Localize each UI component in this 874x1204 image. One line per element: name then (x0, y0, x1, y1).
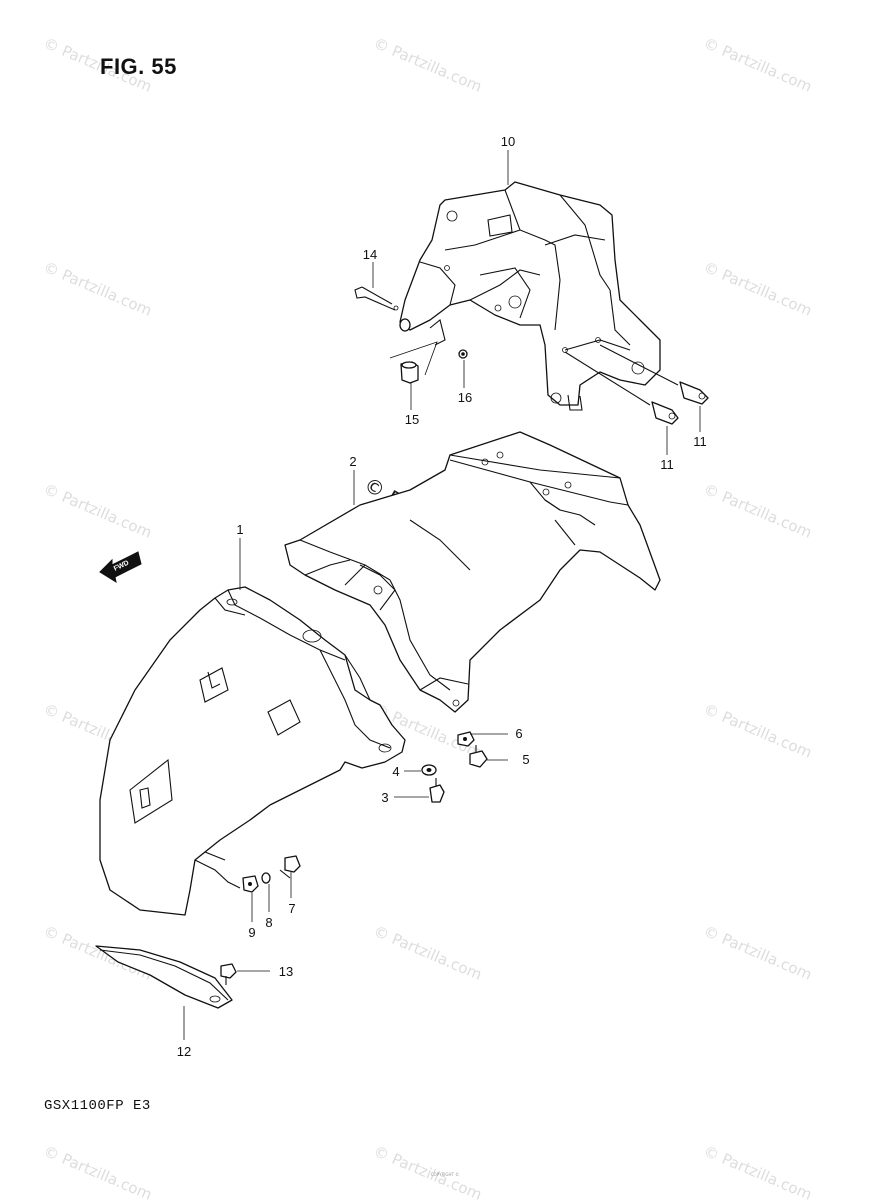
callout-9: 9 (248, 925, 255, 940)
callout-10: 10 (501, 134, 515, 149)
callout-6: 6 (515, 726, 522, 741)
part-13-screw[interactable] (220, 963, 237, 985)
callout-13: 13 (279, 964, 293, 979)
callout-8: 8 (265, 915, 272, 930)
callout-2: 2 (349, 454, 356, 469)
part-3-screw[interactable] (429, 778, 445, 803)
part-10-bracket[interactable] (399, 181, 661, 411)
part-2-inner-fender[interactable] (284, 431, 661, 713)
fine-print: COPYRIGHT © (430, 1172, 460, 1177)
callout-7: 7 (288, 901, 295, 916)
part-14-pin[interactable] (354, 286, 399, 311)
callout-15: 15 (405, 412, 419, 427)
callout-11-lower: 11 (660, 457, 674, 472)
part-5-bolt[interactable] (469, 745, 488, 768)
model-code: GSX1100FP E3 (44, 1098, 151, 1114)
figure-title: FIG. 55 (100, 54, 177, 79)
callout-12: 12 (177, 1044, 191, 1059)
forward-arrow-icon: FWD (99, 551, 142, 584)
part-4-washer[interactable] (421, 764, 437, 776)
part-16-washer[interactable] (458, 349, 468, 359)
part-7-bolt[interactable] (279, 855, 301, 879)
leader-lines (183, 150, 701, 1040)
part-15-collar[interactable] (400, 361, 419, 384)
part-6-nut[interactable] (457, 731, 475, 747)
part-12-plate[interactable] (95, 945, 233, 1009)
part-1-rear-fender[interactable] (99, 586, 406, 916)
callout-16: 16 (458, 390, 472, 405)
callout-4: 4 (392, 764, 399, 779)
callout-5: 5 (522, 752, 529, 767)
callout-3: 3 (381, 790, 388, 805)
part-11-bolt-upper[interactable] (599, 344, 709, 405)
callout-11-upper: 11 (693, 434, 707, 449)
callout-14: 14 (363, 247, 377, 262)
callout-1: 1 (236, 522, 243, 537)
part-8-washer[interactable] (261, 872, 271, 884)
part-9-nut[interactable] (242, 875, 259, 893)
leader-15 (389, 341, 438, 376)
part-11-bolt-lower[interactable] (564, 351, 679, 425)
